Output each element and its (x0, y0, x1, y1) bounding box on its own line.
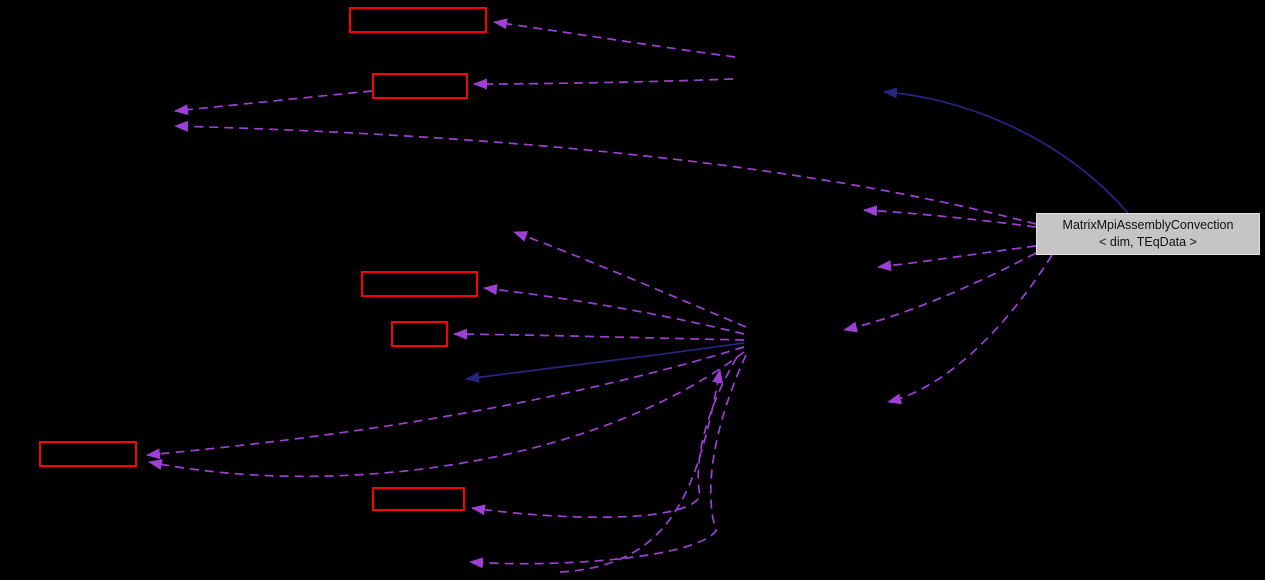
edge-main-to-hidden-right-3 (887, 254, 1053, 405)
class-node-red-node-middle-wide[interactable] (361, 271, 478, 297)
class-node-red-node-middle-small[interactable] (391, 321, 448, 347)
edge-hidden-hub-to-hidden-mid-upper (513, 231, 747, 328)
edge-hidden-bottom-to-hidden-hub (559, 369, 724, 573)
edge-hidden-hub-to-red-node-middle-wide (483, 284, 745, 335)
edge-main-to-hidden-hub (843, 252, 1037, 333)
class-node-red-node-upper[interactable] (372, 73, 468, 99)
edge-hidden-top-to-red-node-upper (473, 78, 734, 90)
edge-red-node-upper-to-hidden-left (174, 90, 373, 116)
edge-hidden-hub-to-hidden-mid-base (465, 342, 745, 383)
edge-main-to-hidden-right-2 (877, 245, 1037, 272)
edge-main-to-hidden-top (883, 87, 1129, 214)
edge-main-to-hidden-left (174, 120, 1037, 225)
edge-main-to-hidden-right-1 (863, 205, 1037, 228)
class-node-red-node-bottom[interactable] (372, 487, 465, 511)
main-node-label-line1: MatrixMpiAssemblyConvection (1062, 218, 1234, 233)
class-node-matrix-mpi-assembly-convection[interactable]: MatrixMpiAssemblyConvection < dim, TEqDa… (1036, 213, 1260, 255)
main-node-label-line2: < dim, TEqData > (1099, 235, 1197, 249)
edge-hidden-top-to-red-node-top (493, 18, 736, 58)
class-node-red-node-top[interactable] (349, 7, 487, 33)
edge-hidden-hub-to-red-node-middle-small (453, 328, 745, 341)
edge-hidden-hub-to-red-node-bottom-left (148, 351, 745, 478)
class-node-red-node-bottom-left[interactable] (39, 441, 137, 467)
edge-hidden-hub-to-red-node-bottom-left (146, 346, 745, 460)
edge-hidden-hub-to-red-node-bottom (471, 356, 738, 519)
edge-hidden-hub-to-hidden-bottom (469, 354, 747, 569)
